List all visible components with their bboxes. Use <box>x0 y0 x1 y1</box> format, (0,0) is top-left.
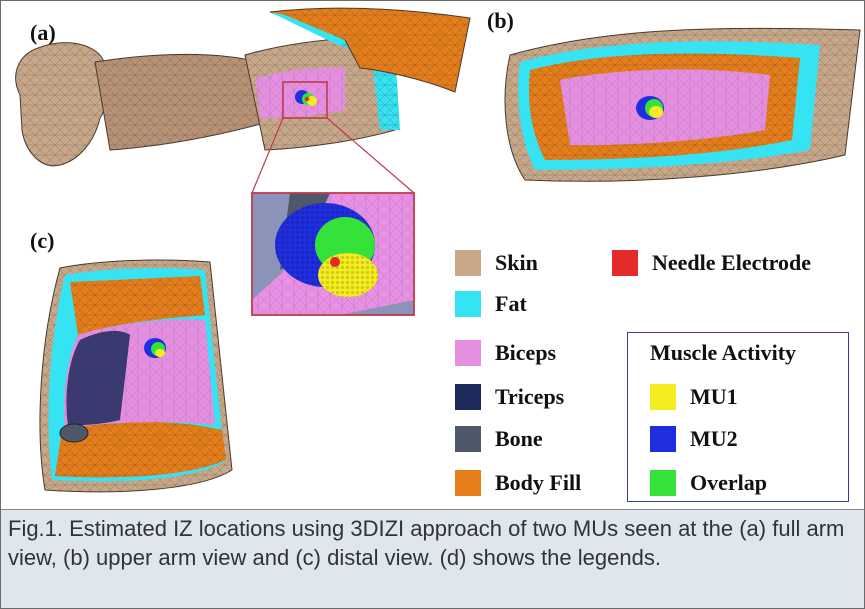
zoom-line-left <box>251 117 284 194</box>
caption-divider <box>0 509 865 510</box>
caption-background <box>0 510 865 609</box>
needle-electrode-swatch <box>612 250 638 276</box>
panel-b-upper-arm <box>504 27 861 182</box>
muscle-activity-title: Muscle Activity <box>650 340 797 365</box>
legend-item-needle-electrode: Needle Electrode <box>612 250 811 276</box>
legend-item-overlap: Overlap <box>650 470 767 496</box>
bone-swatch <box>455 426 481 452</box>
legend-label: Bone <box>495 426 543 451</box>
figure-caption: Fig.1. Estimated IZ locations using 3DIZ… <box>8 516 845 570</box>
legend-item-triceps: Triceps <box>455 384 564 410</box>
legend-label: Needle Electrode <box>652 250 812 275</box>
legend-item-biceps: Biceps <box>455 340 556 366</box>
legend-label: Fat <box>495 291 527 316</box>
legend-item-mu2: MU2 <box>650 426 738 452</box>
legend-label: Body Fill <box>495 470 582 495</box>
legend-label: MU1 <box>690 384 738 409</box>
triceps-swatch <box>455 384 481 410</box>
panel-a-arm <box>15 7 471 167</box>
panel-label-a: (a) <box>30 20 56 45</box>
zoom-inset <box>251 192 415 316</box>
overlap-swatch <box>650 470 676 496</box>
zoom-line-right <box>326 117 415 194</box>
legend-label: Skin <box>495 250 538 275</box>
legend-item-skin: Skin <box>455 250 538 276</box>
mu1-swatch <box>650 384 676 410</box>
panel-c-distal <box>39 259 233 493</box>
muscle-activity-box <box>627 332 849 502</box>
fat-swatch <box>455 291 481 317</box>
legend-item-mu1: MU1 <box>650 384 738 410</box>
panel-label-b: (b) <box>487 8 514 33</box>
legend-item-body-fill: Body Fill <box>455 470 581 496</box>
legend-label: Overlap <box>690 470 767 495</box>
arm-mesh-illustration <box>15 7 861 493</box>
mu2-swatch <box>650 426 676 452</box>
legend-label: MU2 <box>690 426 738 451</box>
biceps-swatch <box>455 340 481 366</box>
legend-item-bone: Bone <box>455 426 543 452</box>
skin-swatch <box>455 250 481 276</box>
legend-label: Triceps <box>495 384 565 409</box>
body-fill-swatch <box>455 470 481 496</box>
panel-label-c: (c) <box>30 228 55 253</box>
legend-label: Biceps <box>495 340 557 365</box>
legend-item-fat: Fat <box>455 291 527 317</box>
